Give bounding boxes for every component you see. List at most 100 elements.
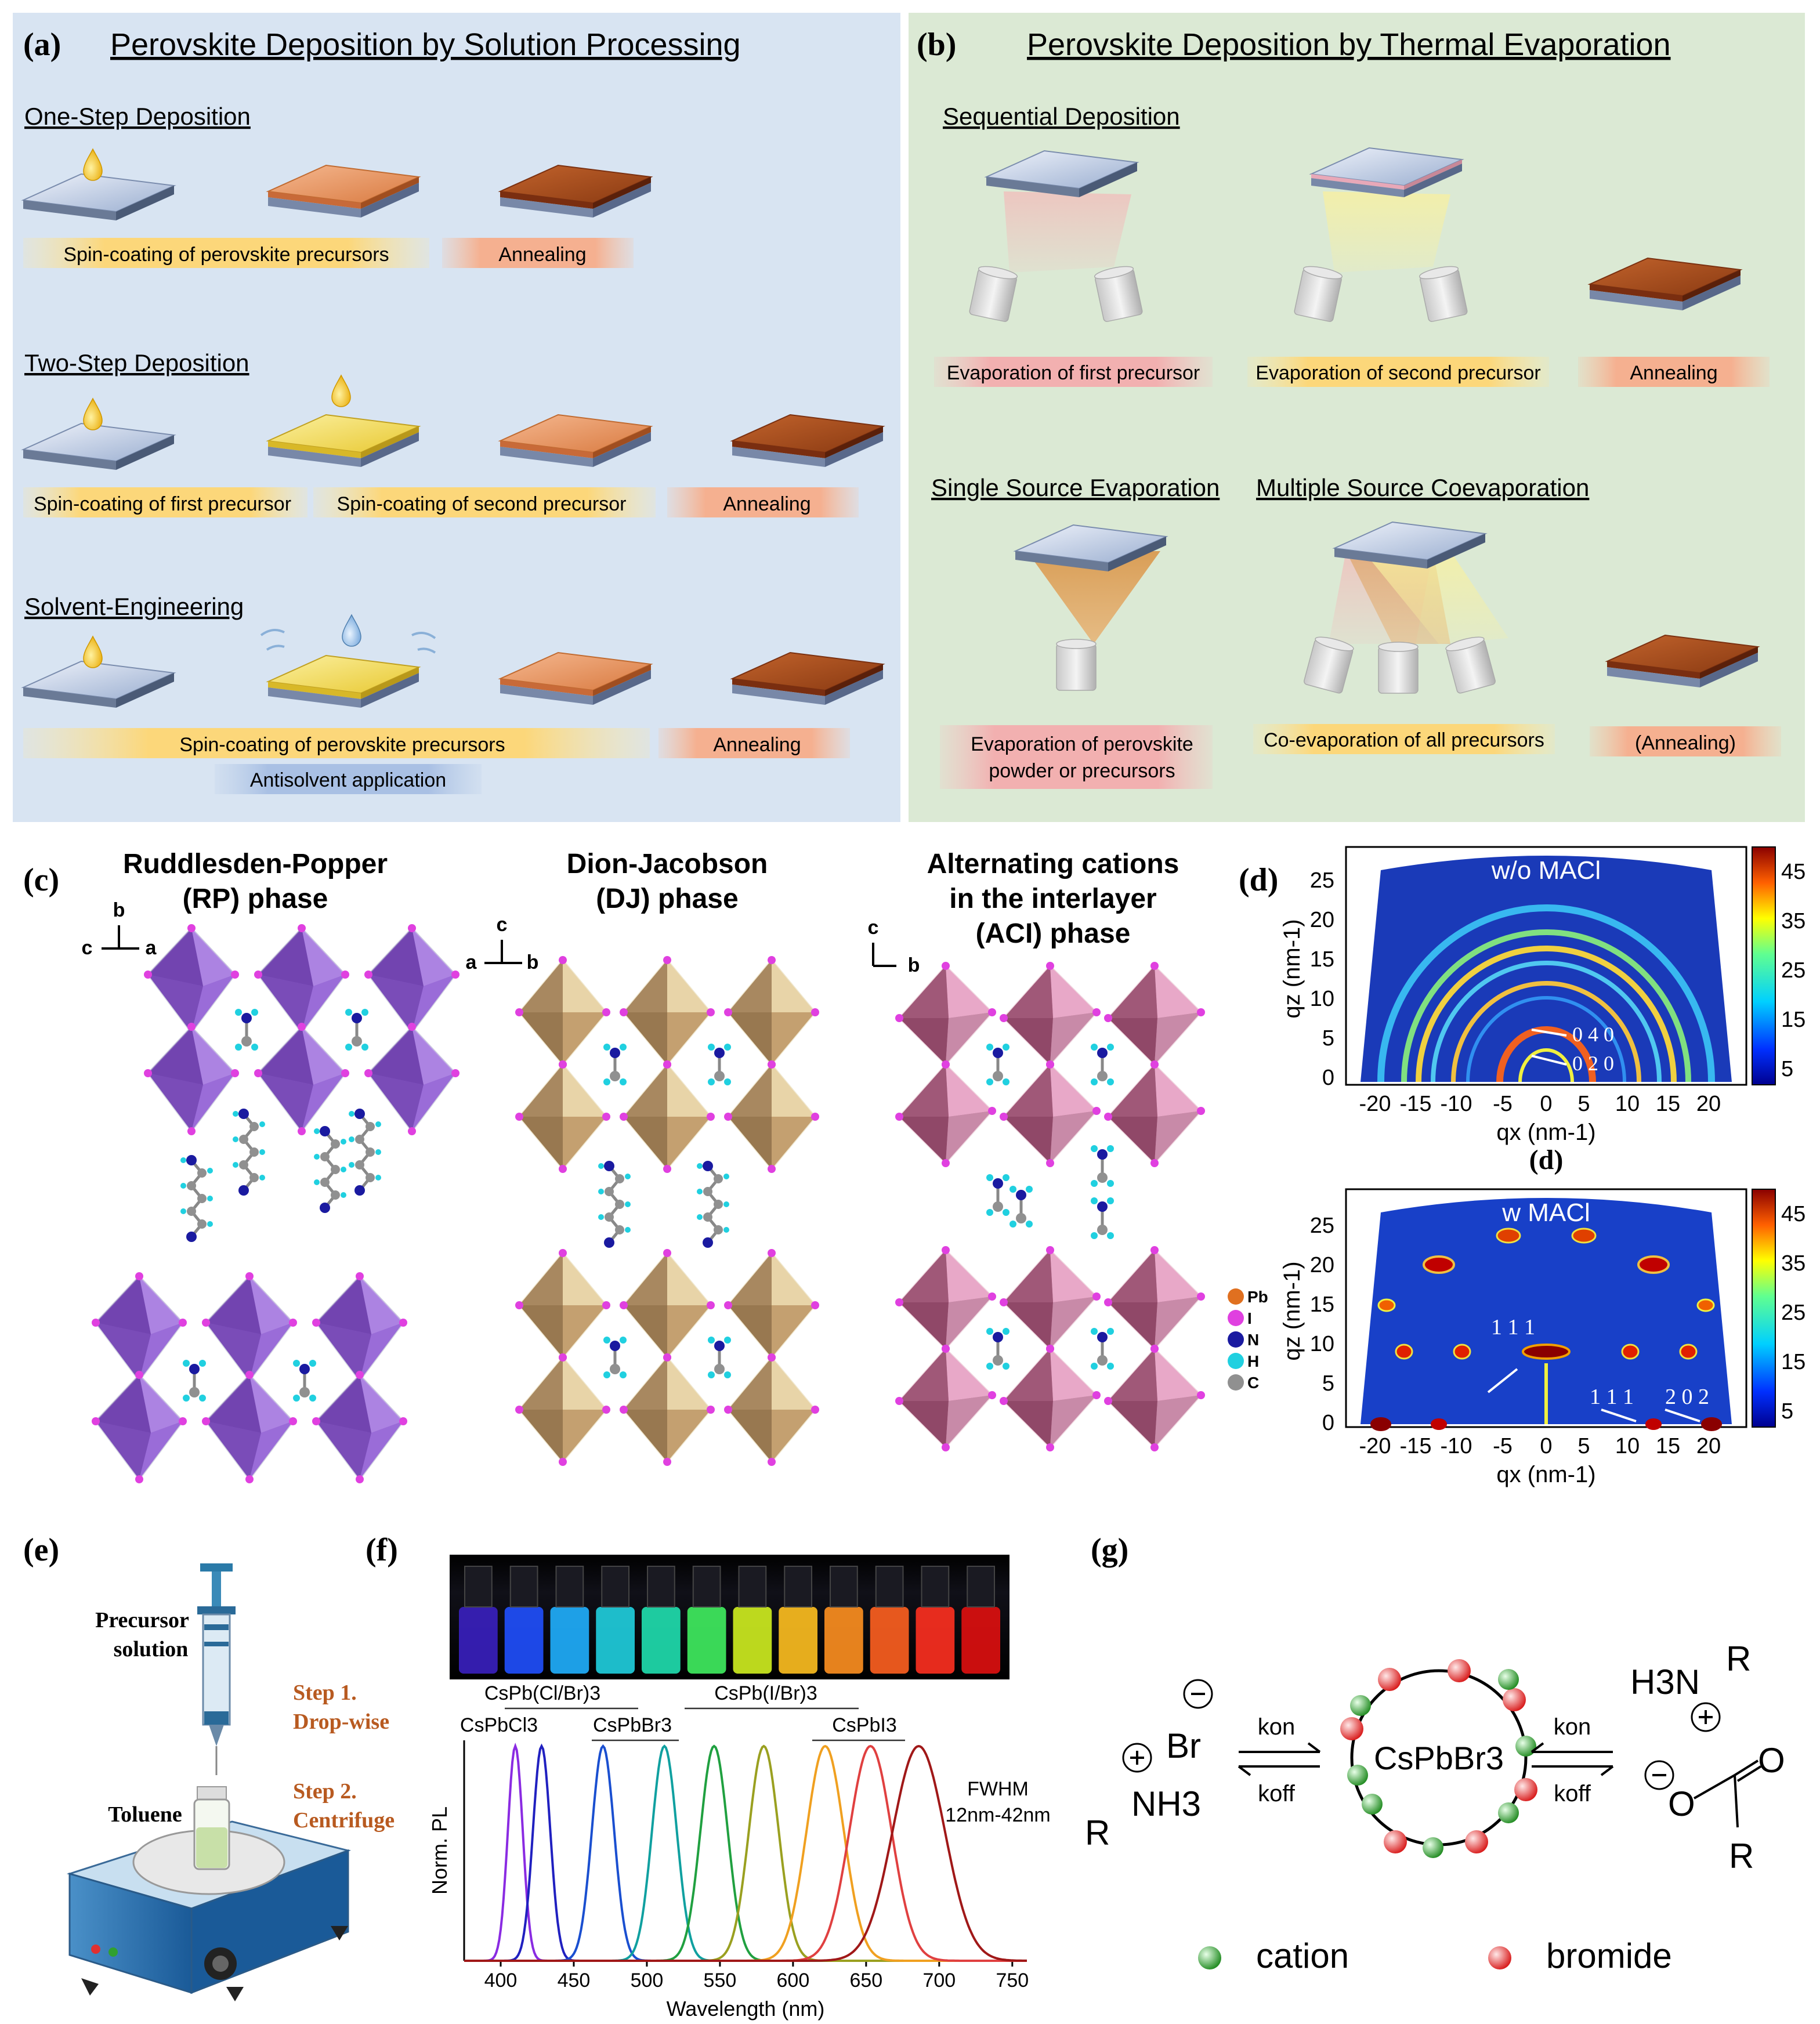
- rp-title-1: Ruddlesden-Popper: [123, 849, 388, 879]
- panel-e-letter: (e): [23, 1532, 59, 1568]
- rp-axis-up: b: [113, 899, 125, 921]
- giwaxs-bottom-pattern: [1361, 1198, 1732, 1424]
- arrow-040: [1531, 1029, 1567, 1037]
- evaporation-source-icon: [1056, 639, 1097, 691]
- vial: [504, 1607, 544, 1674]
- pl-ylabel: Norm. PL: [428, 1806, 451, 1895]
- two-step-first-label: Spin-coating of first precursor: [34, 493, 291, 515]
- first-precursor-beam: [1004, 191, 1131, 273]
- vial: [916, 1607, 955, 1674]
- arrow-111-b: [1601, 1409, 1637, 1422]
- two-step-second-label: Spin-coating of second precursor: [337, 493, 627, 515]
- vial-neck: [601, 1566, 629, 1607]
- pl-xtick-label: 600: [777, 1969, 810, 1992]
- vial-neck: [692, 1566, 721, 1607]
- xtick: 15: [1656, 1434, 1680, 1458]
- xtick: -10: [1441, 1092, 1472, 1116]
- single-source-heading: Single Source Evaporation: [931, 474, 1220, 501]
- r-label-right-bottom: R: [1729, 1837, 1754, 1875]
- giwaxs-bottom-spots: [1370, 1228, 1722, 1431]
- toluene-label: Toluene: [108, 1802, 182, 1827]
- solvent-spin-bar: [23, 728, 650, 758]
- single-source-beam: [1027, 551, 1160, 644]
- rp-title-2: (RP) phase: [183, 884, 328, 914]
- legend-n-dot: [1228, 1331, 1244, 1348]
- label-cspbbr3: CsPbBr3: [593, 1714, 672, 1736]
- aci-title-3: (ACI) phase: [976, 918, 1131, 949]
- vial: [687, 1607, 726, 1674]
- br-label: Br: [1166, 1726, 1201, 1765]
- giwaxs-bottom-ylabel: qz (nm-1): [1279, 1261, 1305, 1360]
- pl-xtick-label: 750: [996, 1969, 1029, 1992]
- carboxylate-bonds: [1694, 1759, 1762, 1828]
- aci-axis-right: b: [908, 954, 920, 976]
- dj-axis-right: b: [527, 951, 539, 973]
- arrow-202: [1665, 1409, 1700, 1422]
- cbar-tick: 15: [1781, 1350, 1805, 1374]
- ytick: 20: [1310, 908, 1334, 932]
- aci-axis-indicator: c b: [868, 917, 920, 976]
- giwaxs-top-xlabel: qx (nm-1): [1496, 1120, 1595, 1145]
- one-step-anneal-bar: [442, 238, 634, 268]
- single-source-label-1: Evaporation of perovskite: [971, 733, 1193, 755]
- panel-c-letter: (c): [23, 862, 59, 898]
- giwaxs-top-pattern: [1361, 856, 1732, 1082]
- ytick: 15: [1310, 1292, 1334, 1317]
- pl-series-curve: [464, 1744, 1027, 1962]
- ann-040: 0 4 0: [1572, 1023, 1614, 1046]
- dj-title-1: Dion-Jacobson: [567, 849, 768, 879]
- solvent-spin-label: Spin-coating of perovskite precursors: [179, 734, 505, 756]
- single-source-label-2: powder or precursors: [989, 760, 1175, 782]
- atom-legend: Pb I N H C: [1228, 1288, 1268, 1392]
- vial-neck: [464, 1566, 493, 1607]
- multiple-anneal-bar: [1590, 726, 1781, 756]
- legend-bromide-label: bromide: [1546, 1936, 1672, 1975]
- kon-right: kon: [1554, 1714, 1591, 1740]
- giwaxs-top-cbar-ticks: 45 35 25 15 5: [1781, 860, 1805, 1081]
- panel-a-background: [13, 13, 900, 822]
- legend-i-label: I: [1247, 1309, 1252, 1327]
- legend-pb-label: Pb: [1247, 1288, 1268, 1306]
- ann-202: 2 0 2: [1665, 1385, 1709, 1409]
- solvent-anneal-label: Annealing: [713, 734, 801, 756]
- nh3-label: NH3: [1131, 1784, 1201, 1823]
- xtick: -15: [1400, 1434, 1432, 1458]
- xtick: 5: [1577, 1092, 1590, 1116]
- cbar-tick: 25: [1781, 1301, 1805, 1325]
- xtick: 0: [1540, 1434, 1552, 1458]
- legend-i-dot: [1228, 1310, 1244, 1326]
- pl-series-curve: [464, 1744, 1027, 1962]
- panel-f: (f) CsPb(Cl/Br)3 CsPb(I/Br)3 CsPbCl3 CsP…: [366, 1532, 1051, 2021]
- pl-vial-photo: [450, 1555, 1009, 1679]
- vial: [550, 1607, 589, 1674]
- evaporation-source-icon: [1378, 642, 1419, 694]
- multiple-anneal-label: (Annealing): [1635, 732, 1736, 754]
- equilibrium-arrows-left: [1238, 1742, 1321, 1776]
- vial: [459, 1607, 498, 1674]
- second-precursor-bar: [1247, 357, 1549, 387]
- vial-neck: [784, 1566, 812, 1607]
- xtick: 10: [1615, 1434, 1640, 1458]
- rp-axis-right: a: [146, 937, 157, 959]
- giwaxs-bottom-cbar-ticks: 45 35 25 15 5: [1781, 1202, 1805, 1424]
- arrow-111-a: [1487, 1368, 1518, 1393]
- cbar-tick: 35: [1781, 909, 1805, 933]
- legend-bromide-dot: [1488, 1946, 1511, 1969]
- giwaxs-bottom-colorbar: [1752, 1189, 1776, 1428]
- vial-neck: [509, 1566, 538, 1607]
- giwaxs-top-title: w/o MACl: [1491, 856, 1601, 885]
- kon-left: kon: [1258, 1714, 1296, 1740]
- one-step-heading: One-Step Deposition: [24, 103, 251, 130]
- aci-axis-up: c: [868, 917, 879, 939]
- ann-111-b: 1 1 1: [1590, 1385, 1634, 1409]
- ytick: 25: [1310, 868, 1334, 893]
- xtick: 10: [1615, 1092, 1640, 1116]
- plus-charge-icon: [1122, 1743, 1152, 1773]
- r-label-left: R: [1085, 1813, 1110, 1852]
- ytick: 0: [1322, 1066, 1334, 1090]
- equilibrium-arrows-right: [1530, 1742, 1614, 1776]
- step2-label-2: Centrifuge: [293, 1808, 395, 1833]
- giwaxs-top-rings: [1377, 904, 1715, 1082]
- r-label-right-top: R: [1726, 1639, 1751, 1678]
